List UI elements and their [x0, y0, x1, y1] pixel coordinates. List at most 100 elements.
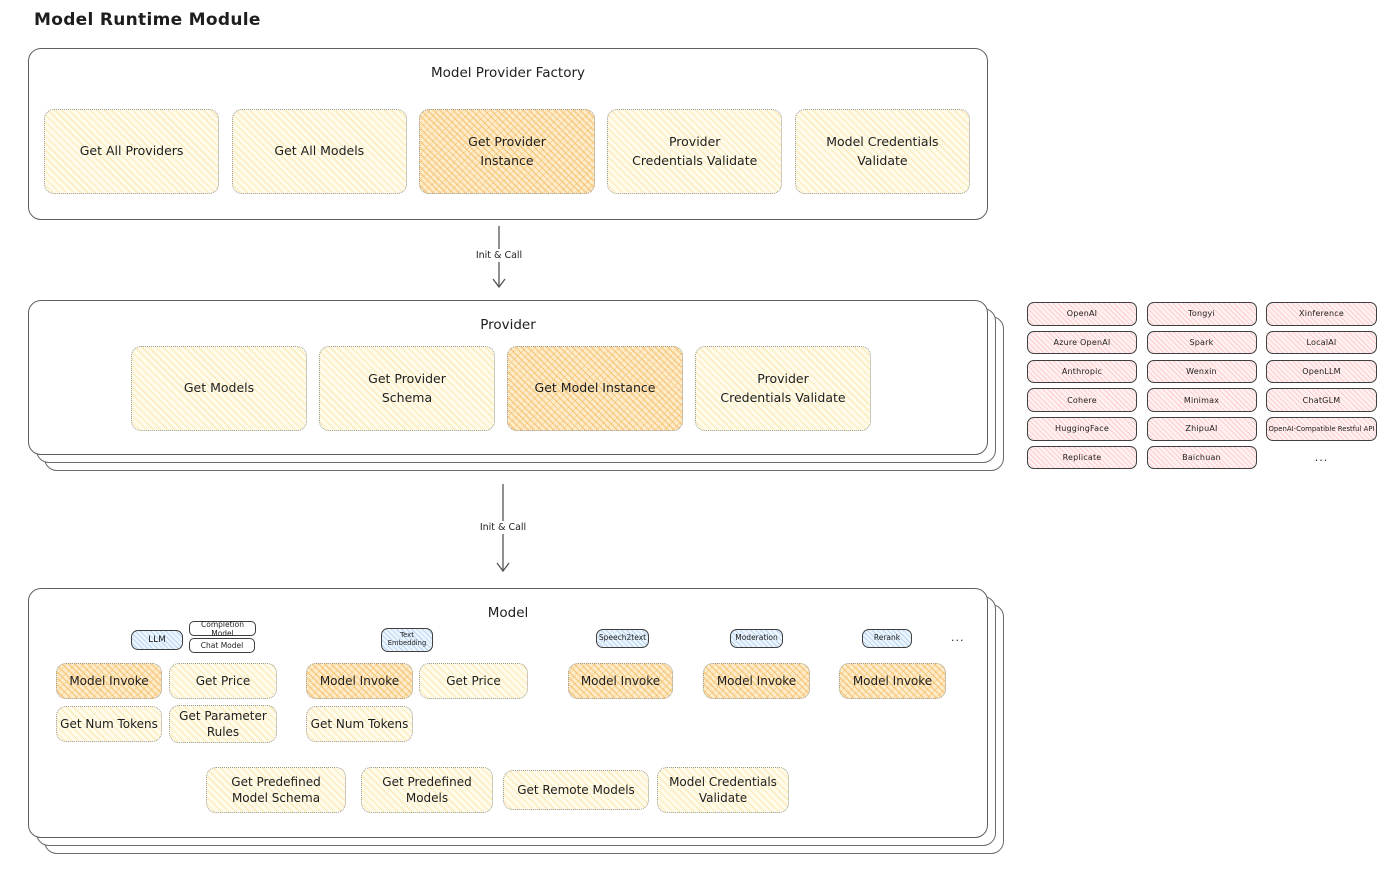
node-label: Get Provider Instance: [468, 134, 546, 168]
op-embedding-get-price: Get Price: [419, 663, 528, 699]
provider-pill-huggingface: HuggingFace: [1027, 417, 1137, 441]
pill-label: Baichuan: [1182, 453, 1221, 463]
tag-label: Rerank: [873, 633, 901, 643]
node-label: Provider Credentials Validate: [632, 134, 758, 168]
provider-pill-zhipuai: ZhipuAI: [1146, 417, 1257, 441]
provider-pill-cohere: Cohere: [1027, 388, 1137, 412]
node-label: Get All Providers: [79, 143, 184, 159]
provider-pill-xinference: Xinference: [1266, 302, 1377, 326]
node-model-credentials-validate: Model Credentials Validate: [794, 109, 971, 194]
provider-pill-ellipsis: ...: [1266, 446, 1377, 470]
pill-label: Cohere: [1067, 395, 1097, 405]
factory-box: Model Provider Factory Get All Providers…: [28, 48, 988, 220]
op-label: Model Invoke: [580, 673, 661, 688]
arrow-label: Init & Call: [472, 249, 526, 262]
op-llm-model-invoke: Model Invoke: [56, 663, 162, 699]
provider-pill-localai: LocalAI: [1266, 330, 1377, 355]
provider-pill-openllm: OpenLLM: [1266, 359, 1377, 384]
node-label: Get All Models: [274, 143, 365, 159]
pill-label: HuggingFace: [1055, 424, 1109, 434]
page-title: Model Runtime Module: [34, 10, 261, 30]
model-title: Model: [487, 605, 529, 621]
op-label: Get Price: [195, 673, 251, 688]
tag-label: Moderation: [735, 633, 778, 643]
pill-label: OpenAI-Compatible Restful API: [1268, 424, 1375, 433]
pill-label: Anthropic: [1061, 366, 1103, 376]
op-label: Get Num Tokens: [310, 716, 409, 731]
op-label: Model Invoke: [716, 673, 797, 688]
arrow-provider-to-model: Init & Call: [476, 483, 530, 579]
tag-rerank: Rerank: [862, 629, 912, 648]
op-label: Model Invoke: [319, 673, 400, 688]
node-get-all-providers: Get All Providers: [44, 109, 220, 194]
node-label: Model Credentials Validate: [826, 134, 939, 168]
op-label: Model Invoke: [69, 673, 149, 688]
op-label: Model Credentials Validate: [669, 774, 777, 805]
op-label: Get Parameter Rules: [179, 708, 267, 739]
provider-pill-anthropic: Anthropic: [1027, 359, 1137, 384]
pill-label: Xinference: [1299, 309, 1344, 319]
pill-label: Azure OpenAI: [1053, 338, 1111, 348]
op-llm-get-num-tokens: Get Num Tokens: [56, 706, 162, 742]
node-label: Get Provider Schema: [368, 371, 446, 405]
op-get-remote-models: Get Remote Models: [503, 770, 649, 810]
node-get-all-models: Get All Models: [231, 109, 407, 194]
tag-llm: LLM: [131, 630, 183, 650]
pill-label: LocalAI: [1306, 338, 1337, 348]
arrow-label: Init & Call: [476, 521, 530, 534]
provider-pill-openai-compatible: OpenAI-Compatible Restful API: [1266, 417, 1377, 441]
pill-label: Tongyi: [1188, 309, 1215, 319]
tag-text-embedding: Text Embedding: [381, 628, 433, 652]
tag-moderation: Moderation: [730, 629, 783, 648]
factory-title: Model Provider Factory: [430, 65, 585, 81]
node-get-model-instance: Get Model Instance: [507, 346, 683, 431]
node-label: Get Model Instance: [534, 380, 656, 396]
provider-pill-spark: Spark: [1146, 330, 1257, 355]
tag-speech2text: Speech2text: [596, 629, 649, 648]
tag-label: Speech2text: [598, 633, 647, 643]
op-label: Model Invoke: [852, 673, 933, 688]
op-embedding-get-num-tokens: Get Num Tokens: [306, 706, 413, 742]
op-label: Get Price: [446, 673, 501, 688]
node-label: Provider Credentials Validate: [720, 371, 846, 405]
node-provider-credentials-validate-2: Provider Credentials Validate: [695, 346, 871, 431]
tag-chat-model: Chat Model: [189, 638, 255, 653]
provider-pill-baichuan: Baichuan: [1146, 445, 1257, 470]
node-get-provider-instance: Get Provider Instance: [419, 109, 595, 194]
op-llm-get-parameter-rules: Get Parameter Rules: [169, 705, 277, 743]
op-label: Get Predefined Model Schema: [231, 774, 321, 805]
node-get-provider-schema: Get Provider Schema: [319, 346, 495, 431]
provider-pill-chatglm: ChatGLM: [1266, 388, 1377, 412]
provider-pill-minimax: Minimax: [1146, 388, 1257, 412]
tag-label: Text Embedding: [387, 631, 427, 647]
arrow-factory-to-provider: Init & Call: [472, 225, 526, 295]
op-label: Get Remote Models: [517, 782, 635, 797]
pill-label: Minimax: [1183, 395, 1220, 405]
op-model-credentials-validate: Model Credentials Validate: [657, 767, 789, 813]
provider-pill-azure-openai: Azure OpenAI: [1027, 330, 1137, 355]
provider-box: Provider Get Models Get Provider Schema …: [28, 300, 988, 455]
node-get-models: Get Models: [131, 346, 307, 431]
provider-title: Provider: [480, 317, 536, 333]
provider-pill-tongyi: Tongyi: [1146, 302, 1257, 326]
pill-label: Replicate: [1062, 453, 1102, 463]
tag-completion-model: Completion Model: [189, 619, 256, 638]
op-label: Get Num Tokens: [60, 716, 158, 731]
node-provider-credentials-validate: Provider Credentials Validate: [607, 109, 783, 194]
model-box: Model LLM Completion Model Chat Model Te…: [28, 588, 988, 838]
tag-label: Completion Model: [201, 619, 244, 638]
pill-label: ZhipuAI: [1185, 424, 1218, 434]
tag-label: LLM: [148, 634, 166, 645]
model-types-ellipsis: ...: [951, 631, 965, 644]
op-speech2text-model-invoke: Model Invoke: [568, 663, 673, 699]
op-label: Get Predefined Models: [382, 774, 472, 805]
pill-label: Wenxin: [1186, 366, 1217, 376]
provider-pill-openai: OpenAI: [1027, 302, 1137, 326]
tag-label: Chat Model: [200, 641, 244, 650]
pill-label: ChatGLM: [1302, 395, 1341, 405]
pill-label: OpenLLM: [1302, 366, 1341, 376]
pill-label: ...: [1314, 451, 1329, 465]
provider-pill-replicate: Replicate: [1027, 445, 1137, 470]
op-rerank-model-invoke: Model Invoke: [839, 663, 946, 699]
